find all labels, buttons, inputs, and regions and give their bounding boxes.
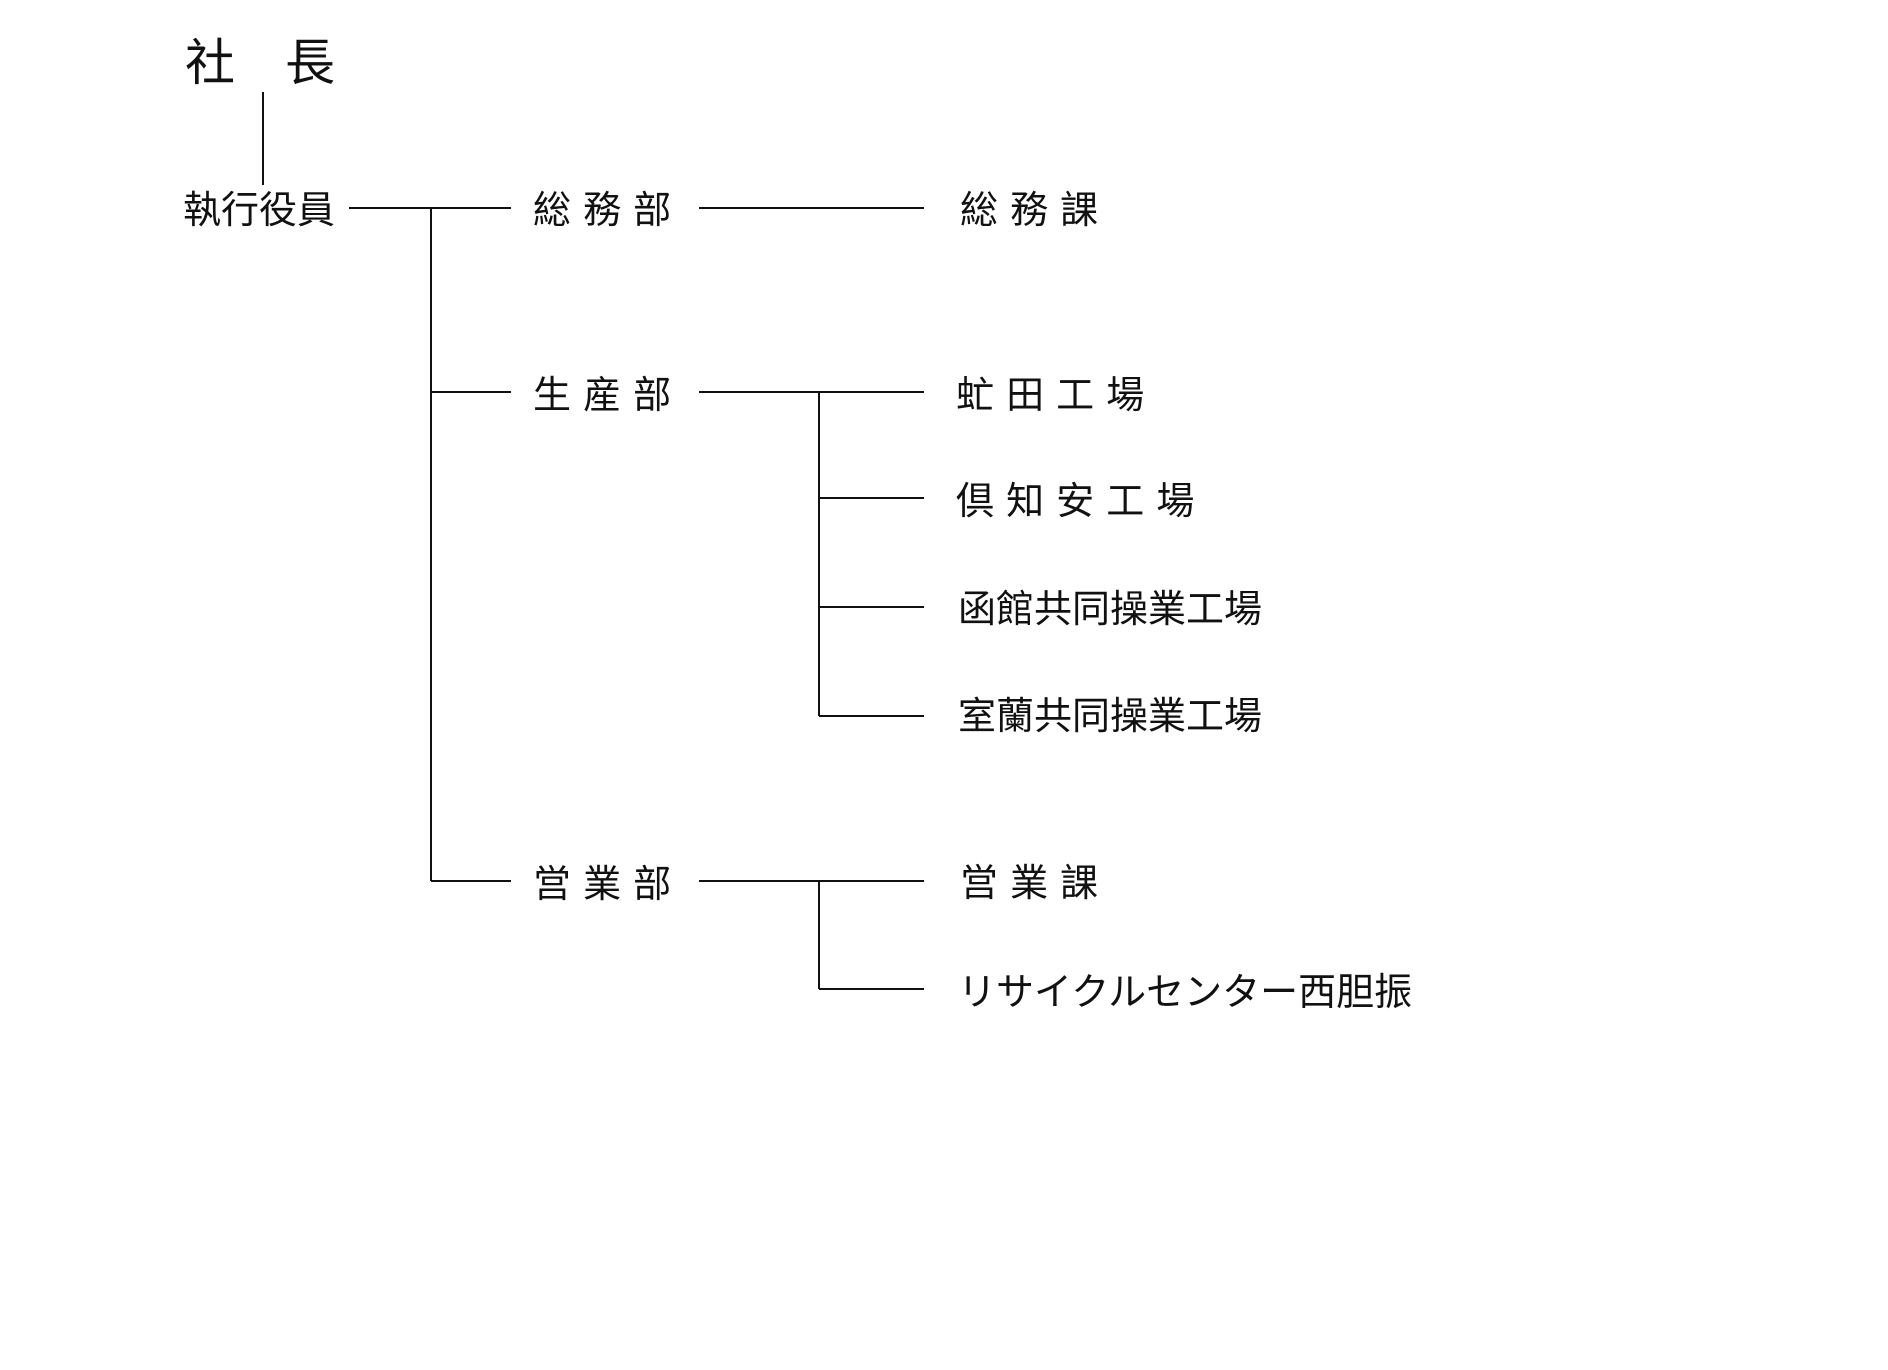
department-general-affairs: 総 務 部 — [533, 188, 671, 232]
section-muroran-joint-factory: 室蘭共同操業工場 — [958, 694, 1262, 738]
section-general-affairs: 総 務 課 — [960, 188, 1098, 232]
section-abuta-factory: 虻 田 工 場 — [956, 373, 1144, 417]
section-recycle-center: リサイクルセンター西胆振 — [958, 970, 1412, 1014]
department-sales: 営 業 部 — [533, 862, 671, 906]
node-labels: 社 長 執行役員 総 務 部 生 産 部 営 業 部 総 務 課 虻 田 工 場… — [183, 34, 1412, 1014]
section-hakodate-joint-factory: 函館共同操業工場 — [958, 587, 1262, 631]
president-node: 社 長 — [185, 34, 335, 92]
department-production: 生 産 部 — [533, 373, 671, 417]
org-chart: 社 長 執行役員 総 務 部 生 産 部 営 業 部 総 務 課 虻 田 工 場… — [183, 34, 1412, 1014]
section-sales: 営 業 課 — [960, 861, 1098, 905]
connector-lines — [262, 92, 924, 990]
executive-node: 執行役員 — [183, 188, 335, 232]
section-kutchan-factory: 倶 知 安 工 場 — [956, 479, 1194, 523]
